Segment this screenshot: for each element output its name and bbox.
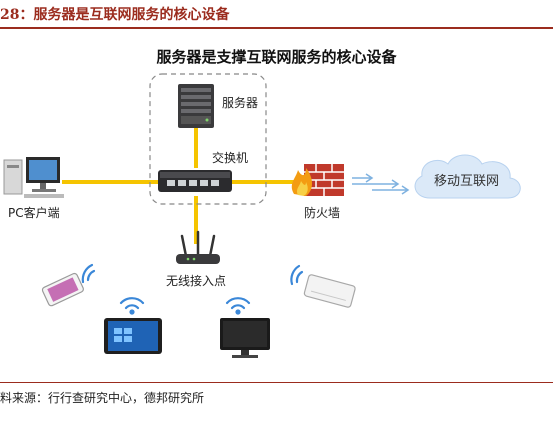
server-icon: [178, 84, 214, 128]
connection-lines: [62, 125, 300, 244]
source-rule: [0, 382, 553, 383]
diagram-heading: 服务器是支撑互联网服务的核心设备: [156, 48, 397, 66]
laptop-icon: [303, 274, 356, 308]
figure-title: 28：服务器是互联网服务的核心设备: [0, 7, 230, 23]
switch-icon: [158, 170, 232, 192]
ap-label: 无线接入点: [166, 273, 226, 288]
smartphone-icon: [41, 272, 84, 307]
wifi-icon: [290, 264, 304, 286]
source-note: 料来源：行行查研究中心，德邦研究所: [0, 391, 205, 405]
wifi-icon: [225, 297, 251, 315]
core-area-outline: [149, 73, 267, 205]
title-rule: [0, 27, 553, 29]
wifi-icon: [119, 297, 145, 315]
wireless-ap-icon: [176, 230, 220, 264]
firewall-icon: [291, 164, 344, 196]
firewall-label: 防火墙: [304, 205, 340, 220]
switch-label: 交换机: [212, 150, 248, 165]
wifi-icon: [81, 263, 96, 284]
internet-label: 移动互联网: [434, 174, 499, 189]
server-label: 服务器: [222, 95, 258, 110]
signal-arrows: [352, 173, 410, 195]
cloud-icon: [414, 154, 521, 199]
pc-label: PC客户端: [8, 205, 60, 220]
monitor-icon: [220, 318, 270, 358]
tablet-icon: [104, 318, 162, 354]
pc-icon: [3, 157, 64, 198]
